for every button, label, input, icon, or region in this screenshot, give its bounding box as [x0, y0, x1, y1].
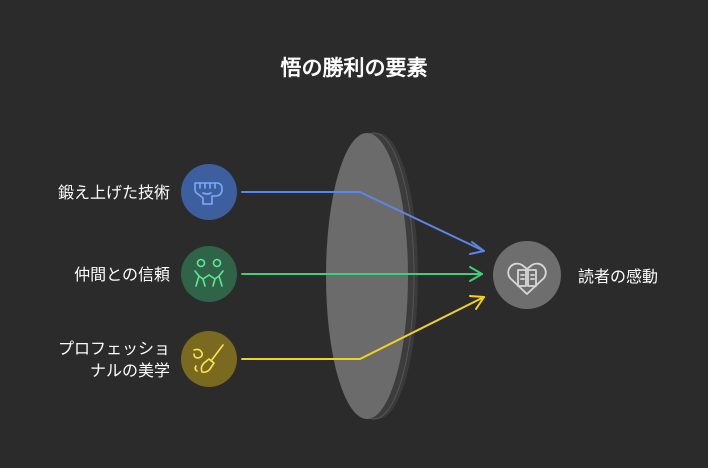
arrowhead-trust: [469, 266, 483, 282]
node-impression: [493, 241, 561, 309]
label-impression: 読者の感動: [578, 267, 659, 286]
node-aesthetics: [181, 331, 237, 387]
arrow-aesthetics: [241, 296, 485, 360]
arrowhead-technique: [469, 241, 485, 255]
label-trust: 仲間との信頼: [74, 265, 170, 284]
node-trust: [181, 246, 237, 302]
label-aesthetics-line2: ナルの美学: [89, 361, 170, 380]
brush-icon: [193, 344, 224, 373]
diagram-title: 悟の勝利の要素: [280, 56, 428, 80]
label-aesthetics-line1: プロフェッショ: [57, 339, 170, 358]
fist-icon: [194, 182, 223, 205]
arrowhead-aesthetics: [469, 295, 485, 310]
node-trust-circle: [181, 246, 237, 302]
node-impression-circle: [493, 241, 561, 309]
heart-book-icon: [507, 262, 547, 295]
node-technique-circle: [181, 164, 237, 220]
label-technique: 鍛え上げた技術: [57, 183, 170, 202]
arrow-technique: [241, 191, 485, 252]
label-aesthetics: プロフェッショ ナルの美学: [58, 338, 170, 382]
friends-icon: [194, 258, 224, 287]
node-technique: [181, 164, 237, 220]
lens: [326, 132, 418, 420]
lens-face: [326, 133, 408, 419]
